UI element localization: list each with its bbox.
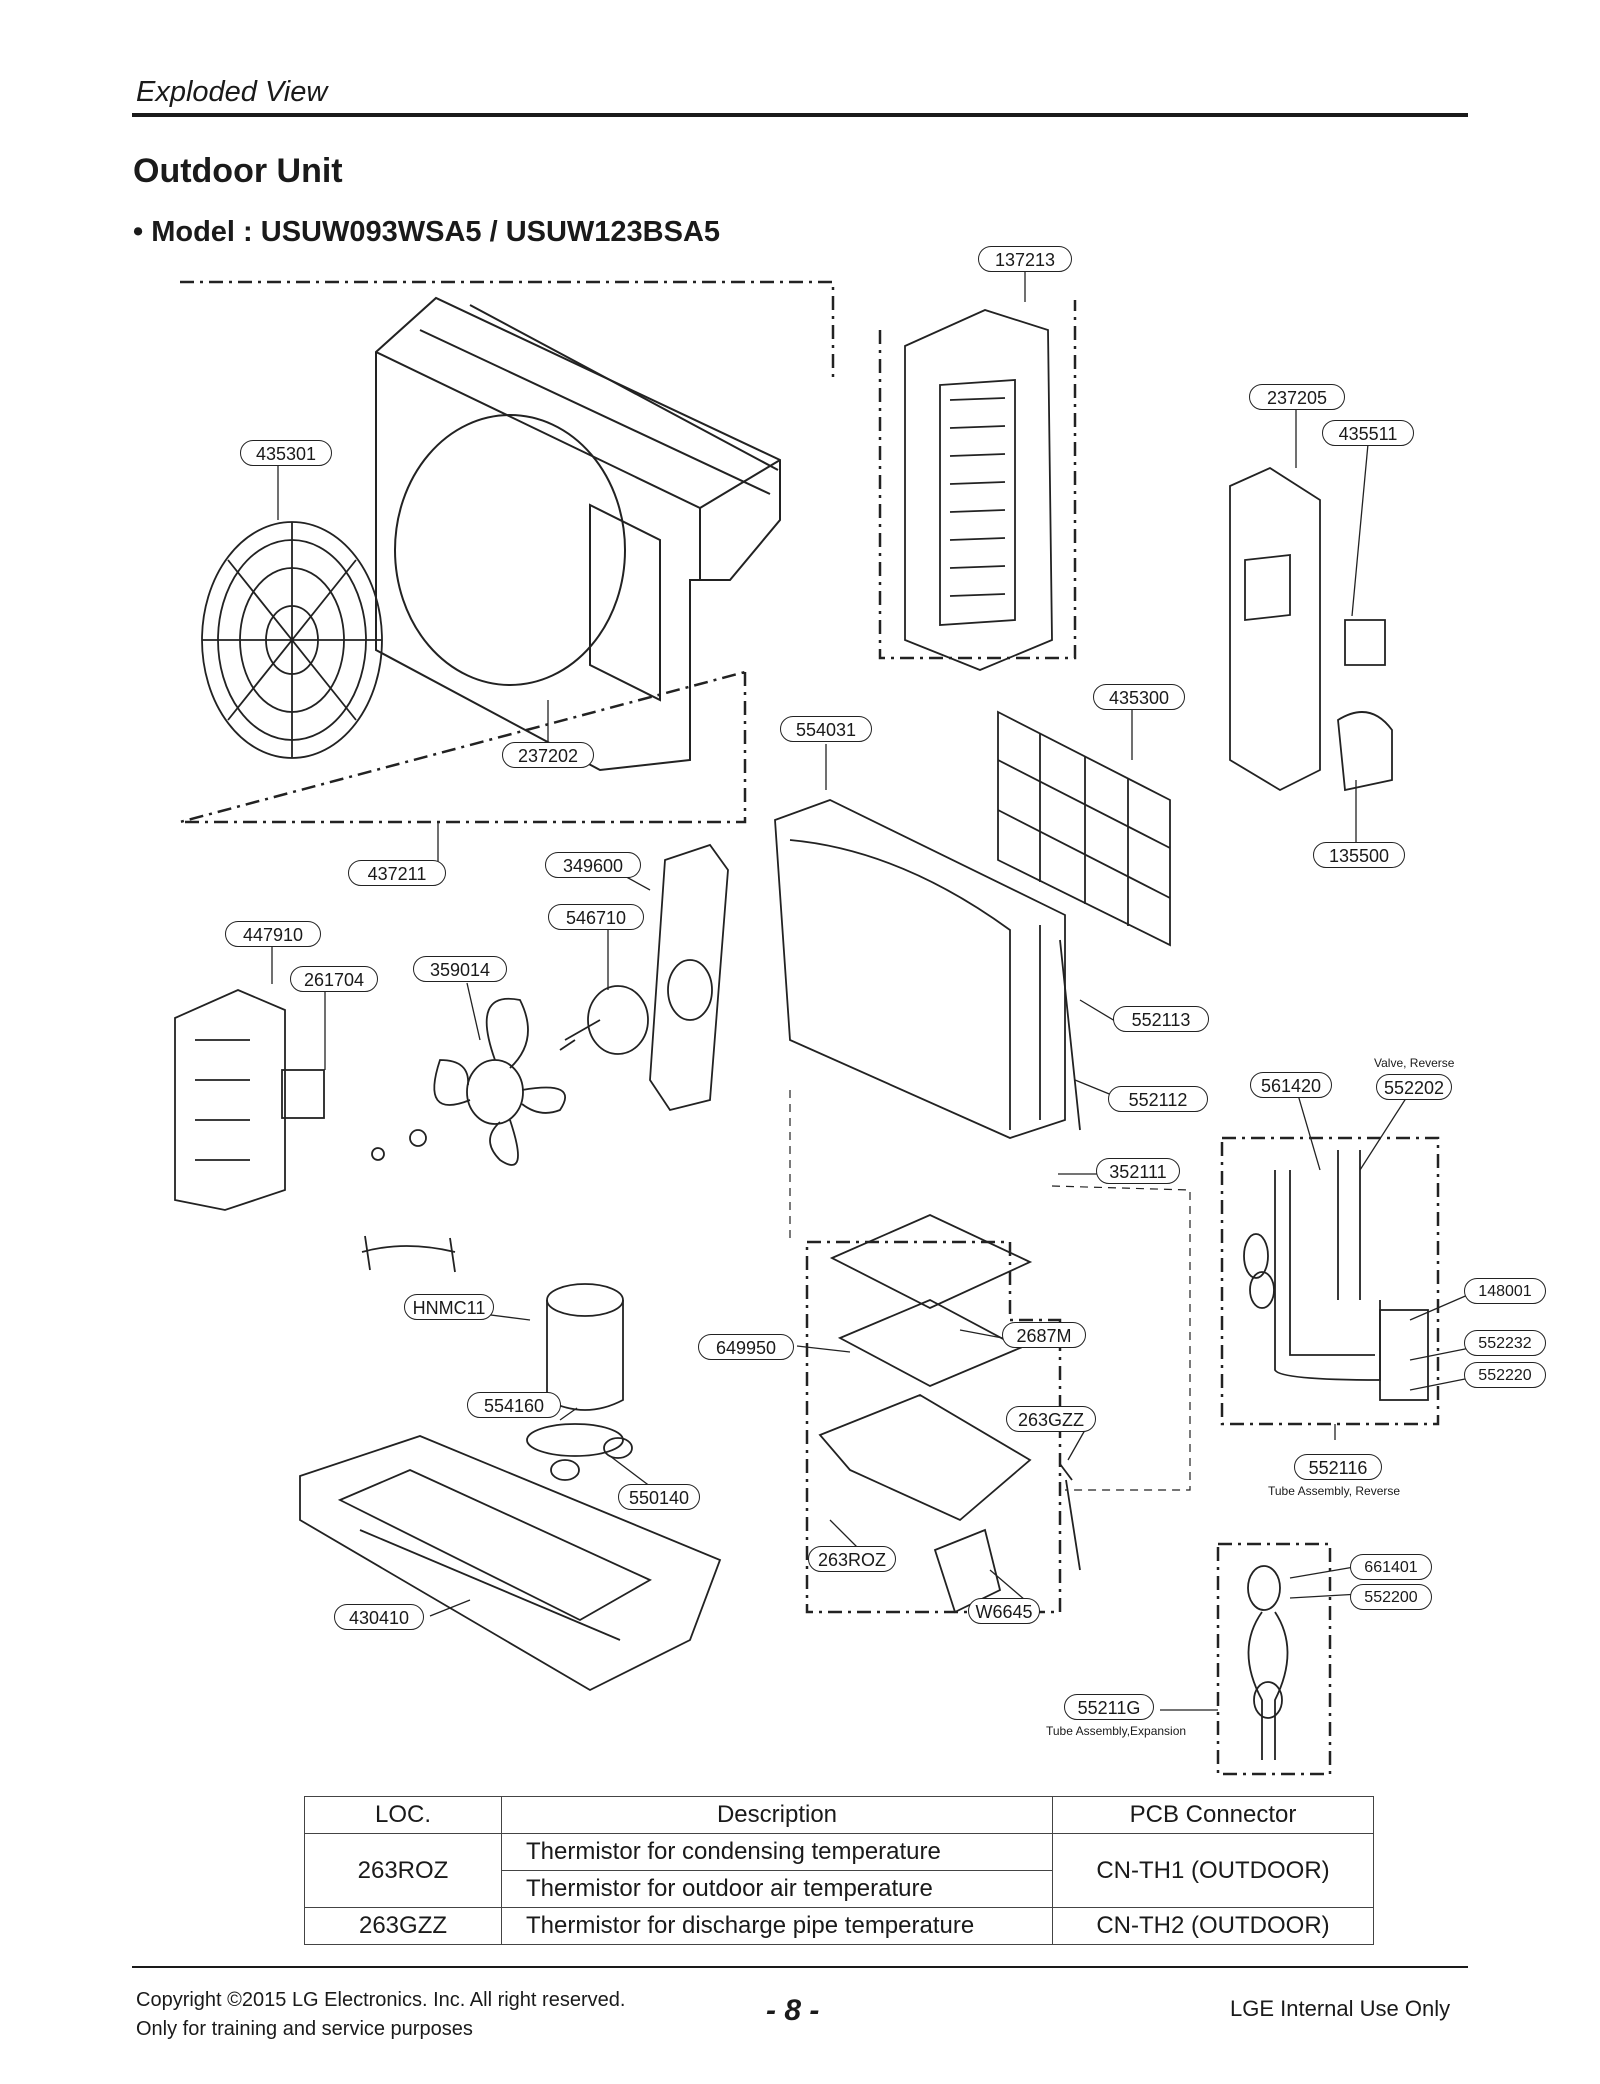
part-label-263gzz: 263GZZ [1006,1406,1096,1432]
table-cell-loc: 263ROZ [304,1833,502,1908]
part-label-359014: 359014 [413,956,507,982]
reverse-valve-assembly [1243,1150,1429,1401]
part-label-552112: 552112 [1108,1086,1208,1112]
motor-mount [649,843,729,1112]
table-row: 263ROZ Thermistor for condensing tempera… [304,1833,1374,1908]
part-label-263roz: 263ROZ [808,1546,896,1572]
section-header: Exploded View [136,76,328,108]
exploded-diagram [174,262,1471,1776]
part-label-137213: 137213 [978,246,1072,272]
part-label-w6645: W6645 [968,1598,1040,1624]
thermistor-table: LOC. Description PCB Connector 263ROZ Th… [304,1796,1374,1945]
part-label-552232: 552232 [1464,1330,1546,1356]
compressor [526,1283,633,1481]
part-label-430410: 430410 [334,1604,424,1630]
part-label-552220: 552220 [1464,1362,1546,1388]
part-label-55211g: 55211G [1064,1694,1154,1720]
part-label-561420: 561420 [1250,1072,1332,1098]
part-label-261704: 261704 [290,966,378,992]
copyright-text: Copyright ©2015 LG Electronics. Inc. All… [136,1989,626,2011]
part-label-349600: 349600 [545,852,641,878]
footer-copyright: Copyright ©2015 LG Electronics. Inc. All… [136,1986,625,2044]
footer-rule [132,1966,1468,1968]
table-cell-description: Thermistor for discharge pipe temperatur… [501,1907,1053,1945]
part-label-554031: 554031 [780,716,872,742]
wire-guard [997,710,1171,947]
part-label-552200: 552200 [1350,1584,1432,1610]
part-label-661401: 661401 [1350,1554,1432,1580]
fan-guard [201,521,383,759]
part-label-2687m: 2687M [1002,1322,1086,1348]
part-label-550140: 550140 [618,1484,700,1510]
barrier-panel [174,989,325,1211]
caption-tube-reverse: Tube Assembly, Reverse [1268,1484,1401,1498]
table-row: 263GZZ Thermistor for discharge pipe tem… [304,1907,1374,1945]
part-label-435301: 435301 [240,440,332,466]
part-label-552202: 552202 [1376,1074,1452,1100]
part-label-552113: 552113 [1113,1006,1209,1032]
control-box [818,1214,1081,1614]
table-cell-description: Thermistor for condensing temperature [501,1833,1053,1871]
part-label-435300: 435300 [1093,684,1185,710]
wire-harness [361,1235,456,1273]
cabinet-group-frame [179,280,1440,1776]
table-header: LOC. [304,1796,502,1834]
table-header: PCB Connector [1052,1796,1374,1834]
base-pan [299,1435,722,1692]
table-row: Thermistor for outdoor air temperature [305,1870,1374,1908]
part-label-135500: 135500 [1313,842,1405,868]
internal-use-note: LGE Internal Use Only [1230,1996,1451,2021]
part-label-649950: 649950 [698,1334,794,1360]
table-cell-connector: CN-TH1 (OUTDOOR) [1052,1833,1374,1908]
part-label-437211: 437211 [348,860,446,886]
page-number: - 8 - [766,1994,820,2027]
table-cell-description: Thermistor for outdoor air temperature [501,1870,1053,1908]
header-rule [132,113,1468,117]
outdoor-casing [375,296,781,772]
caption-tube-expansion: Tube Assembly,Expansion [1046,1724,1187,1738]
table-cell-loc: 263GZZ [304,1907,502,1945]
part-label-552116: 552116 [1294,1454,1382,1480]
part-label-148001: 148001 [1464,1278,1546,1304]
part-label-352111: 352111 [1096,1158,1180,1184]
part-label-447910: 447910 [225,921,321,947]
propeller-fan [371,997,566,1166]
part-label-546710: 546710 [548,904,644,930]
part-label-554160: 554160 [467,1392,561,1418]
control-cover [1229,466,1393,792]
side-panel [904,309,1053,671]
caption-valve-reverse: Valve, Reverse [1374,1056,1455,1070]
purpose-text: Only for training and service purposes [136,2018,473,2040]
expansion-assembly [1247,1565,1289,1760]
leader-lines [271,262,1471,1711]
fan-motor [559,985,649,1055]
part-label-237205: 237205 [1249,384,1345,410]
part-label-hnmc11: HNMC11 [404,1294,494,1320]
page-title: Outdoor Unit [133,152,343,190]
part-label-435511: 435511 [1322,420,1414,446]
table-header: Description [501,1796,1053,1834]
table-cell-connector: CN-TH2 (OUTDOOR) [1052,1907,1374,1945]
part-label-237202: 237202 [502,742,594,768]
table-header-row: LOC. Description PCB Connector [304,1796,1374,1834]
condenser-coil [774,799,1081,1139]
model-line: • Model : USUW093WSA5 / USUW123BSA5 [133,216,721,248]
